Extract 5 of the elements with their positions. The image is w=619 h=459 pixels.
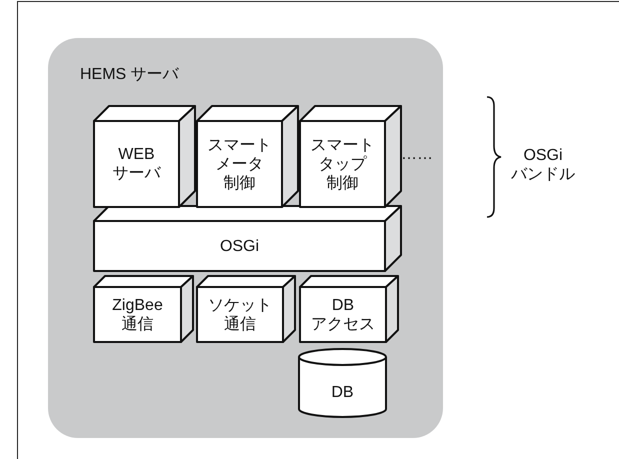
ellipsis-text: …… bbox=[400, 145, 434, 164]
bundle-label: OSGiバンドル bbox=[510, 146, 576, 184]
database-cylinder: DB bbox=[298, 348, 387, 418]
panel-title: HEMS サーバ bbox=[80, 65, 179, 85]
server-panel bbox=[48, 38, 443, 438]
